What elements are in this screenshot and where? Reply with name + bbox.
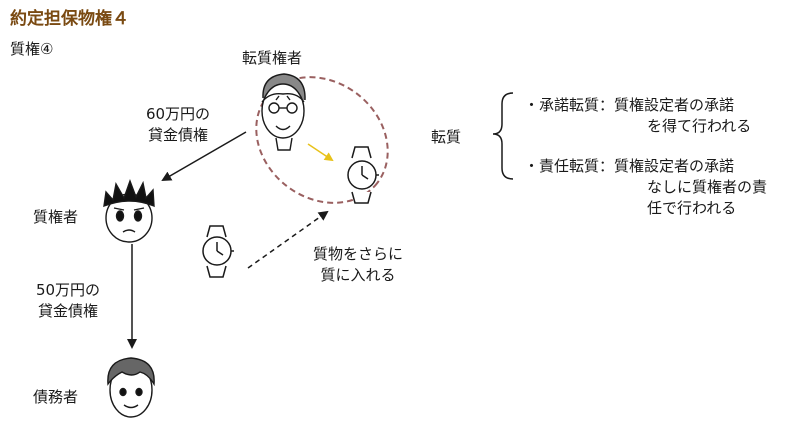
action-line-2: 質に入れる: [320, 266, 396, 284]
watch-transfer-arrow: [307, 143, 334, 162]
pledged-watch-icon: [347, 146, 379, 204]
consent-sub-pledge-term: ・承諾転質：: [524, 96, 615, 114]
upper-claim-label: 60万円の 貸金債権: [138, 104, 218, 146]
lower-claim-label: 50万円の 貸金債権: [28, 280, 108, 322]
tenshitsu-brace: [492, 92, 514, 180]
consent-sub-pledge-desc-1: 質権設定者の承諾: [614, 96, 735, 114]
upper-claim-amount: 60万円の: [145, 105, 211, 123]
pledge-transfer-arrow: [247, 210, 329, 269]
liability-sub-pledge-desc-2: なしに質権者の責: [647, 178, 768, 196]
action-line-1: 質物をさらに: [312, 245, 403, 263]
page-subtitle: 質権④: [10, 40, 54, 58]
debtor-label: 債務者: [33, 388, 79, 406]
liability-sub-pledge-desc-1: 質権設定者の承諾: [614, 157, 735, 175]
elderly-man-icon: [261, 73, 306, 151]
young-man-icon: [107, 357, 155, 418]
liability-sub-pledge-item: ・責任転質：質権設定者の承諾 なしに質権者の責 任で行われる: [524, 156, 767, 219]
pledgee-label: 質権者: [33, 208, 79, 226]
sub-pledgee-group-ellipse: [255, 76, 389, 204]
consent-sub-pledge-desc-2: を得て行われる: [647, 117, 752, 135]
wristwatch-icon: [202, 225, 234, 278]
sub-pledgee-claim-arrow: [161, 131, 247, 182]
lower-claim-amount: 50万円の: [35, 281, 101, 299]
page-title: 約定担保物権４: [10, 9, 129, 29]
liability-sub-pledge-desc-3: 任で行われる: [647, 199, 737, 217]
liability-sub-pledge-term: ・責任転質：: [524, 157, 615, 175]
consent-sub-pledge-item: ・承諾転質：質権設定者の承諾 を得て行われる: [524, 95, 751, 137]
lower-claim-type: 貸金債権: [37, 302, 98, 320]
worried-man-icon: [103, 178, 155, 243]
sub-pledgee-label: 転質権者: [242, 49, 303, 67]
action-label: 質物をさらに 質に入れる: [298, 244, 418, 286]
tenshitsu-label: 転質: [431, 128, 462, 146]
upper-claim-type: 貸金債権: [147, 126, 208, 144]
